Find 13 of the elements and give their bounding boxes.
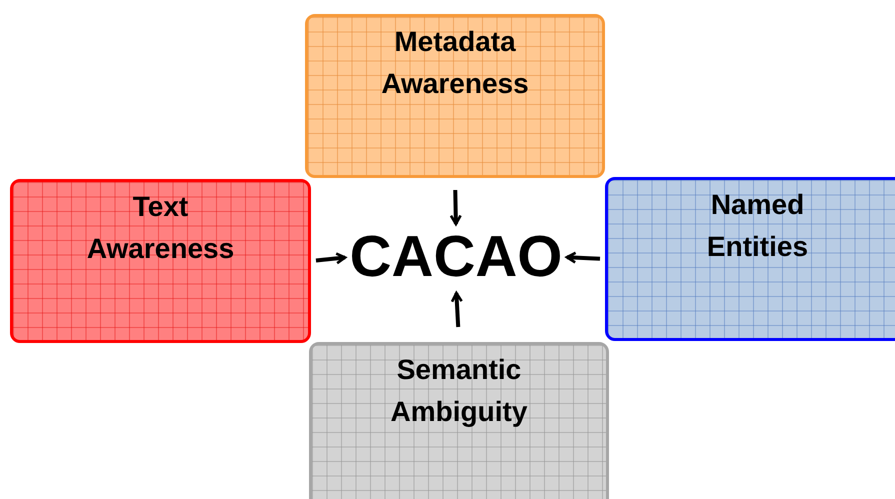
box-title: Named Entities	[706, 188, 810, 264]
arrow	[566, 252, 600, 264]
arrow	[316, 252, 346, 264]
grid-box	[309, 342, 609, 499]
box-title: Semantic Ambiguity	[390, 353, 528, 429]
grid-box	[305, 14, 605, 178]
grid-box	[10, 179, 311, 343]
grid-box	[605, 177, 895, 341]
arrow	[450, 292, 463, 328]
center-label: CACAO	[350, 228, 562, 286]
box-title: Metadata Awareness	[380, 25, 530, 101]
box-title: Text Awareness	[86, 190, 236, 266]
arrow	[450, 190, 462, 226]
